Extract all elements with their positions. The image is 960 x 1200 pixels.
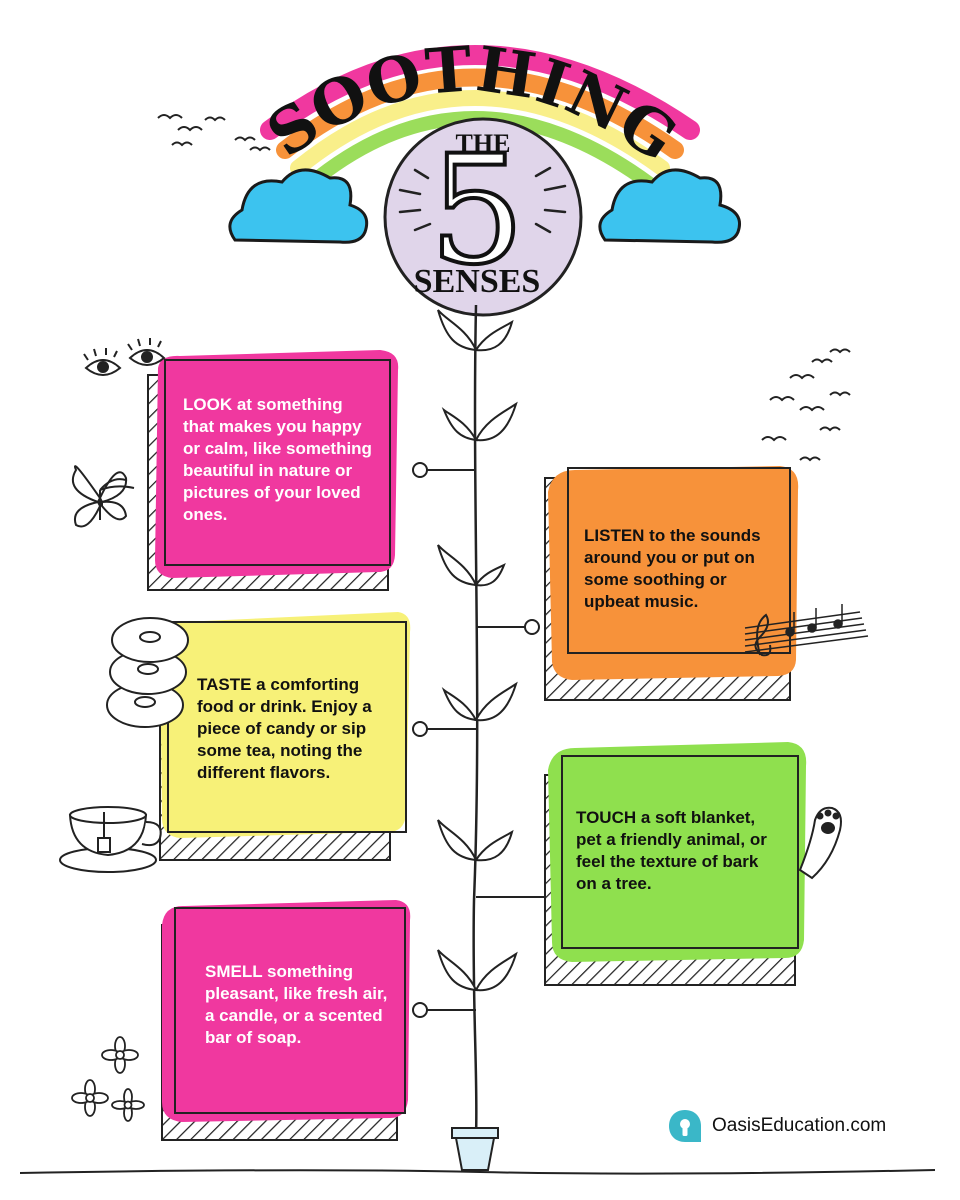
leaves bbox=[437, 309, 518, 992]
card-smell-text: SMELL something pleasant, like fresh air… bbox=[205, 962, 388, 1047]
brand-logo-icon bbox=[669, 1110, 701, 1142]
brand-link[interactable]: OasisEducation.com bbox=[668, 1108, 886, 1144]
plant-pot-icon bbox=[451, 1127, 499, 1171]
card-listen-text: LISTEN to the sounds around you or put o… bbox=[584, 526, 761, 611]
card-look-text: LOOK at something that makes you happy o… bbox=[183, 395, 372, 524]
card-taste-text: TASTE a comforting food or drink. Enjoy … bbox=[197, 675, 372, 782]
card-smell bbox=[161, 900, 411, 1141]
butterfly-icon bbox=[71, 465, 135, 528]
rainbow bbox=[260, 45, 700, 191]
brand-name: OasisEducation.com bbox=[712, 1115, 887, 1136]
card-touch bbox=[544, 742, 807, 986]
title-circle bbox=[383, 117, 583, 317]
eyes-icon bbox=[83, 338, 166, 376]
title-the: THE bbox=[456, 129, 511, 158]
cat-paw-icon bbox=[798, 806, 842, 880]
teacup-icon bbox=[59, 806, 162, 873]
donuts-icon bbox=[106, 617, 189, 728]
connectors bbox=[412, 462, 545, 1018]
card-look bbox=[147, 350, 399, 591]
cloud-right bbox=[598, 168, 741, 244]
music-notes-icon bbox=[744, 604, 869, 657]
title-number: 5 bbox=[429, 124, 524, 298]
flowers-icon bbox=[71, 1036, 145, 1122]
birds-icon bbox=[157, 114, 851, 462]
card-touch-text: TOUCH a soft blanket, pet a friendly ani… bbox=[576, 808, 767, 893]
title-senses: SENSES bbox=[414, 263, 541, 300]
sparkle-lines bbox=[398, 166, 567, 234]
cloud-left bbox=[228, 168, 369, 244]
ground-line bbox=[19, 1169, 936, 1175]
card-listen bbox=[544, 466, 799, 701]
plant-stem bbox=[472, 304, 479, 1136]
card-taste bbox=[159, 612, 411, 861]
